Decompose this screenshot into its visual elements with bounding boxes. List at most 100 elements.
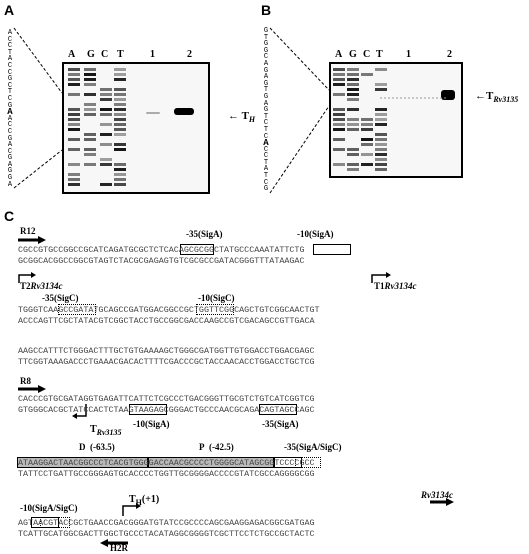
gel-band: [68, 108, 80, 111]
row1-minus35-label: -35(SigA): [186, 229, 223, 239]
row6-minus10-dotted-box: [40, 517, 70, 528]
ladder-base: C: [7, 42, 13, 51]
gel-band: [68, 183, 80, 186]
ladder-base: G: [263, 185, 269, 194]
ladder-base: A: [7, 141, 13, 150]
ladder-base: C: [7, 94, 13, 103]
gel-band: [114, 93, 126, 96]
gel-band: [333, 93, 345, 96]
ladder-base: C: [263, 53, 269, 62]
ladder-base: A: [263, 73, 269, 82]
gel-band: [361, 143, 373, 146]
gel-band: [114, 123, 126, 126]
gel-band: [114, 183, 126, 186]
gel-band: [84, 108, 96, 111]
gel-band: [347, 118, 359, 121]
panel-a-tss-arrow: ←: [228, 110, 239, 122]
ladder-base: A: [7, 107, 13, 118]
t2-promoter-arrow: [18, 274, 31, 283]
ladder-base: C: [263, 178, 269, 187]
row5-minus35-label: -35(SigA/SigC): [284, 442, 342, 452]
ladder-base: C: [7, 147, 13, 156]
panel-b-tss-label: ←TRv3135: [475, 90, 518, 104]
gel-band: [84, 138, 96, 141]
panel-b-gel-image: [329, 62, 463, 178]
gel-band: [347, 78, 359, 81]
row6-top-strand: AGTAACGTACCGCTGAACCGACGGGATGTATCCGCCCCAG…: [18, 518, 315, 528]
panel-a-gel-image: [62, 62, 210, 194]
site-p-shaded-box: [148, 457, 274, 468]
gel-band: [361, 153, 373, 156]
row1-minus10-box: [313, 244, 351, 255]
row5-bottom-strand: TATTCCTGATTGCCGGGAGTGCACCCCTGGTTGCGGGGAC…: [18, 469, 315, 479]
gel-band: [375, 113, 387, 116]
gel-band: [375, 83, 387, 86]
row5-minus35-dotted-box: [295, 457, 321, 468]
panel-a-lane-g: G: [87, 49, 95, 60]
gel-band: [375, 133, 387, 136]
gel-band: [333, 68, 345, 71]
ladder-base: T: [263, 172, 269, 181]
gel-band: [361, 73, 373, 76]
ladder-base: T: [7, 48, 13, 57]
ladder-base: G: [7, 101, 13, 110]
ladder-base: C: [263, 145, 269, 154]
gel-band: [68, 118, 80, 121]
gel-band: [84, 133, 96, 136]
panel-a-label: A: [4, 2, 15, 18]
gel-band: [361, 163, 373, 166]
gel-band: [114, 118, 126, 121]
gel-band: [361, 128, 373, 131]
t1-arrow-icon: [386, 272, 391, 278]
gel-band: [375, 88, 387, 91]
gel-band: [114, 143, 126, 146]
row4-minus10-label: -10(SigA): [133, 419, 170, 429]
gel-band: [68, 178, 80, 181]
gel-band: [68, 83, 80, 86]
gel-band: [375, 158, 387, 161]
panel-a-connector-bottom: [13, 149, 63, 189]
gel-band: [347, 73, 359, 76]
trv3135-label: TRv3135: [90, 424, 122, 437]
gel-band: [100, 133, 112, 136]
gel-band: [333, 113, 345, 116]
row6-minus10-label: -10(SigA/SigC): [20, 503, 78, 513]
th-sub: H: [135, 498, 142, 507]
gel-band: [100, 93, 112, 96]
d-label: D (-63.5): [79, 442, 115, 452]
ladder-base: A: [263, 99, 269, 108]
panel-a-lane-t: T: [117, 49, 124, 60]
gel-band: [114, 103, 126, 106]
ladder-base: A: [7, 180, 13, 189]
gel-band: [333, 108, 345, 111]
gel-band: [100, 183, 112, 186]
row5-top-strand: ATAAGGACTAACGGCCCTCACGTGGGGACCAACGCCCCTG…: [18, 458, 315, 468]
panel-a-connector-top: [13, 27, 63, 94]
ladder-base: T: [263, 125, 269, 134]
h2r-label: H2R: [110, 543, 128, 553]
th-promoter-arrow: [122, 505, 136, 516]
gel-band: [84, 163, 96, 166]
ladder-base: C: [7, 61, 13, 70]
p-position: (-42.5): [209, 442, 234, 452]
ladder-base: T: [7, 88, 13, 97]
gel-band: [68, 128, 80, 131]
row3-bottom-strand: TTCGGTAAAGACCCTGAAACGACACTTTTCGACCCGCTAC…: [18, 357, 315, 367]
ladder-base: A: [7, 29, 13, 37]
trv3135-arrow-icon: [72, 413, 77, 419]
gel-band: [84, 113, 96, 116]
gel-band: [333, 163, 345, 166]
panel-a-lane-2: 2: [187, 49, 192, 60]
panel-b-lane-2: 2: [447, 49, 452, 60]
gel-band: [375, 123, 387, 126]
gel-band: [68, 163, 80, 166]
ladder-base: C: [7, 35, 13, 44]
gene-start-arrow-icon: [446, 498, 454, 506]
gel-band: [114, 108, 126, 111]
gel-band: [375, 143, 387, 146]
panel-b-label: B: [261, 2, 272, 18]
ladder-base: C: [7, 127, 13, 136]
th-arrow-icon: [136, 503, 141, 509]
gel-signal-band: [441, 90, 455, 100]
ladder-base: T: [263, 158, 269, 167]
